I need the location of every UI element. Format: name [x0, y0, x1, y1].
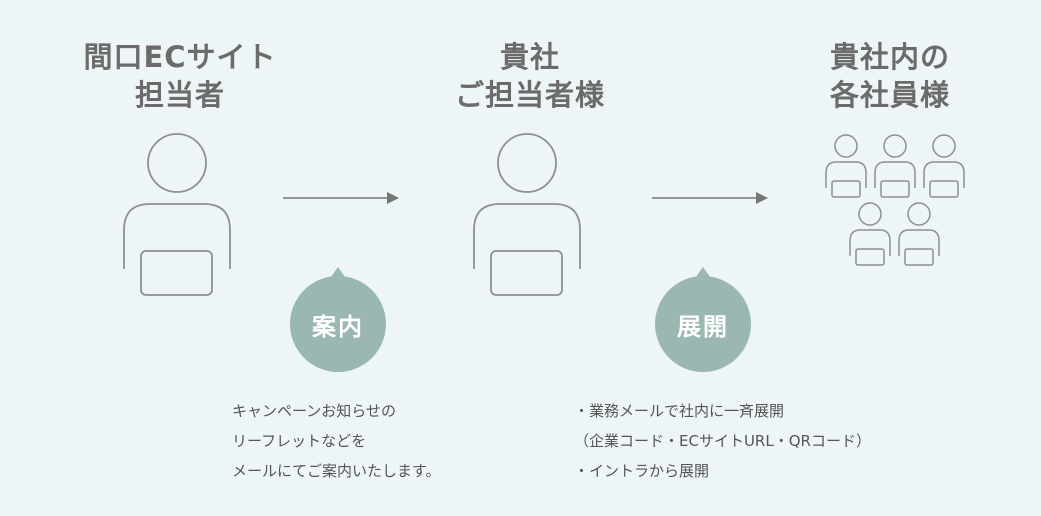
step-badge-guide-label: 案内 — [312, 312, 364, 341]
arrow-right-icon — [283, 192, 399, 204]
person-icon — [123, 133, 231, 296]
title-employees-line1: 貴社内の — [829, 40, 950, 74]
step-badge-deploy-label: 展開 — [677, 312, 729, 341]
note-deploy-line: ・イントラから展開 — [574, 462, 710, 480]
note-guide-line: キャンペーンお知らせの — [232, 402, 396, 420]
note-guide-line: メールにてご案内いたします。 — [232, 462, 441, 480]
arrow-right-icon — [652, 192, 768, 204]
title-ec-staff-line1: 間口ECサイト — [83, 40, 277, 74]
title-client-contact-line2: ご担当者様 — [454, 78, 605, 112]
person-icon — [473, 133, 581, 296]
note-deploy: ・業務メールで社内に一斉展開 （企業コード・ECサイトURL・QRコード） ・イ… — [574, 396, 871, 486]
note-guide: キャンペーンお知らせの リーフレットなどを メールにてご案内いたします。 — [232, 396, 441, 486]
step-badge-guide: 案内 — [290, 267, 386, 372]
title-employees-line2: 各社員様 — [829, 78, 950, 112]
title-employees: 貴社内の 各社員様 — [795, 38, 985, 114]
title-client-contact: 貴社 ご担当者様 — [430, 38, 630, 114]
title-client-contact-line1: 貴社 — [499, 40, 560, 74]
note-deploy-line: （企業コード・ECサイトURL・QRコード） — [574, 432, 871, 450]
group-icon — [825, 134, 965, 266]
title-ec-staff: 間口ECサイト 担当者 — [80, 38, 280, 114]
note-guide-line: リーフレットなどを — [232, 432, 367, 450]
title-ec-staff-line2: 担当者 — [134, 78, 225, 112]
note-deploy-line: ・業務メールで社内に一斉展開 — [574, 402, 785, 420]
step-badge-deploy: 展開 — [655, 267, 751, 372]
